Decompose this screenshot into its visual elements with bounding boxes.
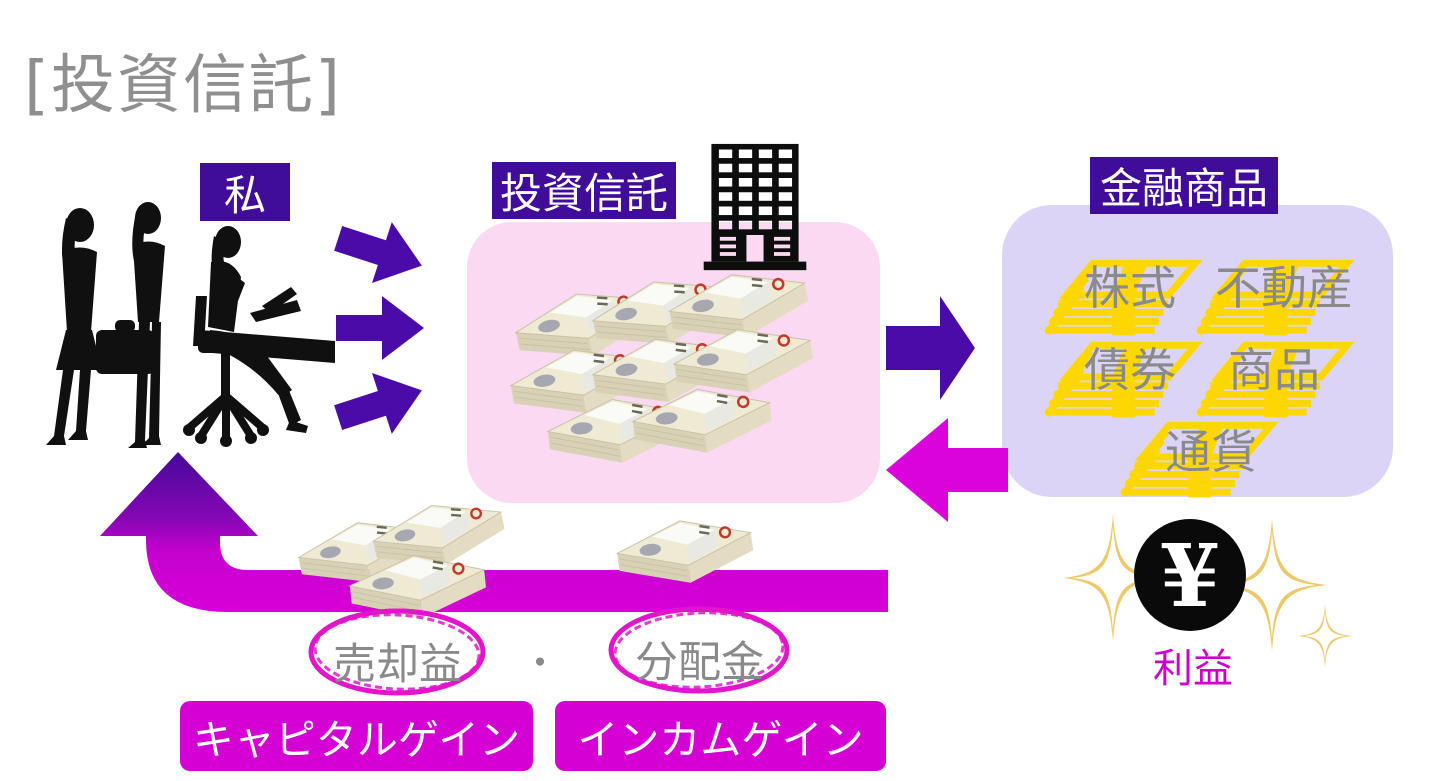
income-gain-box: インカムゲイン — [555, 701, 886, 771]
product-item-currency: 通貨 — [1165, 425, 1257, 479]
fund-panel — [467, 222, 880, 503]
products-to-fund-arrow — [886, 418, 1008, 522]
distribution-term: 分配金 — [635, 638, 764, 688]
capital-gain-text: キャピタルゲイン — [192, 716, 521, 764]
investor-label: 私 — [200, 163, 290, 221]
profit-label: 利益 — [1153, 646, 1233, 692]
distribution-money-bundle — [612, 510, 758, 594]
product-item-bonds: 債券 — [1084, 343, 1176, 397]
financial-products-label: 金融商品 — [1090, 157, 1278, 214]
investor-label-text: 私 — [223, 170, 266, 220]
yen-coin-icon: ¥ — [1134, 519, 1246, 631]
separator-dot: ・ — [520, 641, 559, 685]
fund-label: 投資信託 — [492, 162, 676, 219]
product-item-realestate: 不動産 — [1215, 261, 1353, 315]
fund-to-products-arrow — [886, 296, 975, 400]
invest-arrow-top — [334, 222, 422, 284]
invest-arrow-bottom — [334, 372, 422, 434]
fund-label-text: 投資信託 — [499, 169, 668, 218]
capital-gain-box: キャピタルゲイン — [180, 701, 533, 771]
invest-arrow-middle — [336, 296, 424, 360]
product-item-commodities: 商品 — [1228, 343, 1320, 397]
financial-products-label-text: 金融商品 — [1099, 164, 1268, 213]
product-item-stocks: 株式 — [1084, 261, 1176, 315]
sale-gain-money-pile — [293, 490, 511, 627]
page-title: [投資信託] — [24, 49, 342, 123]
income-gain-text: インカムゲイン — [577, 716, 864, 764]
investors-silhouette — [46, 202, 335, 448]
sale-gain-term: 売却益 — [333, 640, 462, 690]
svg-text:¥: ¥ — [1160, 526, 1220, 627]
